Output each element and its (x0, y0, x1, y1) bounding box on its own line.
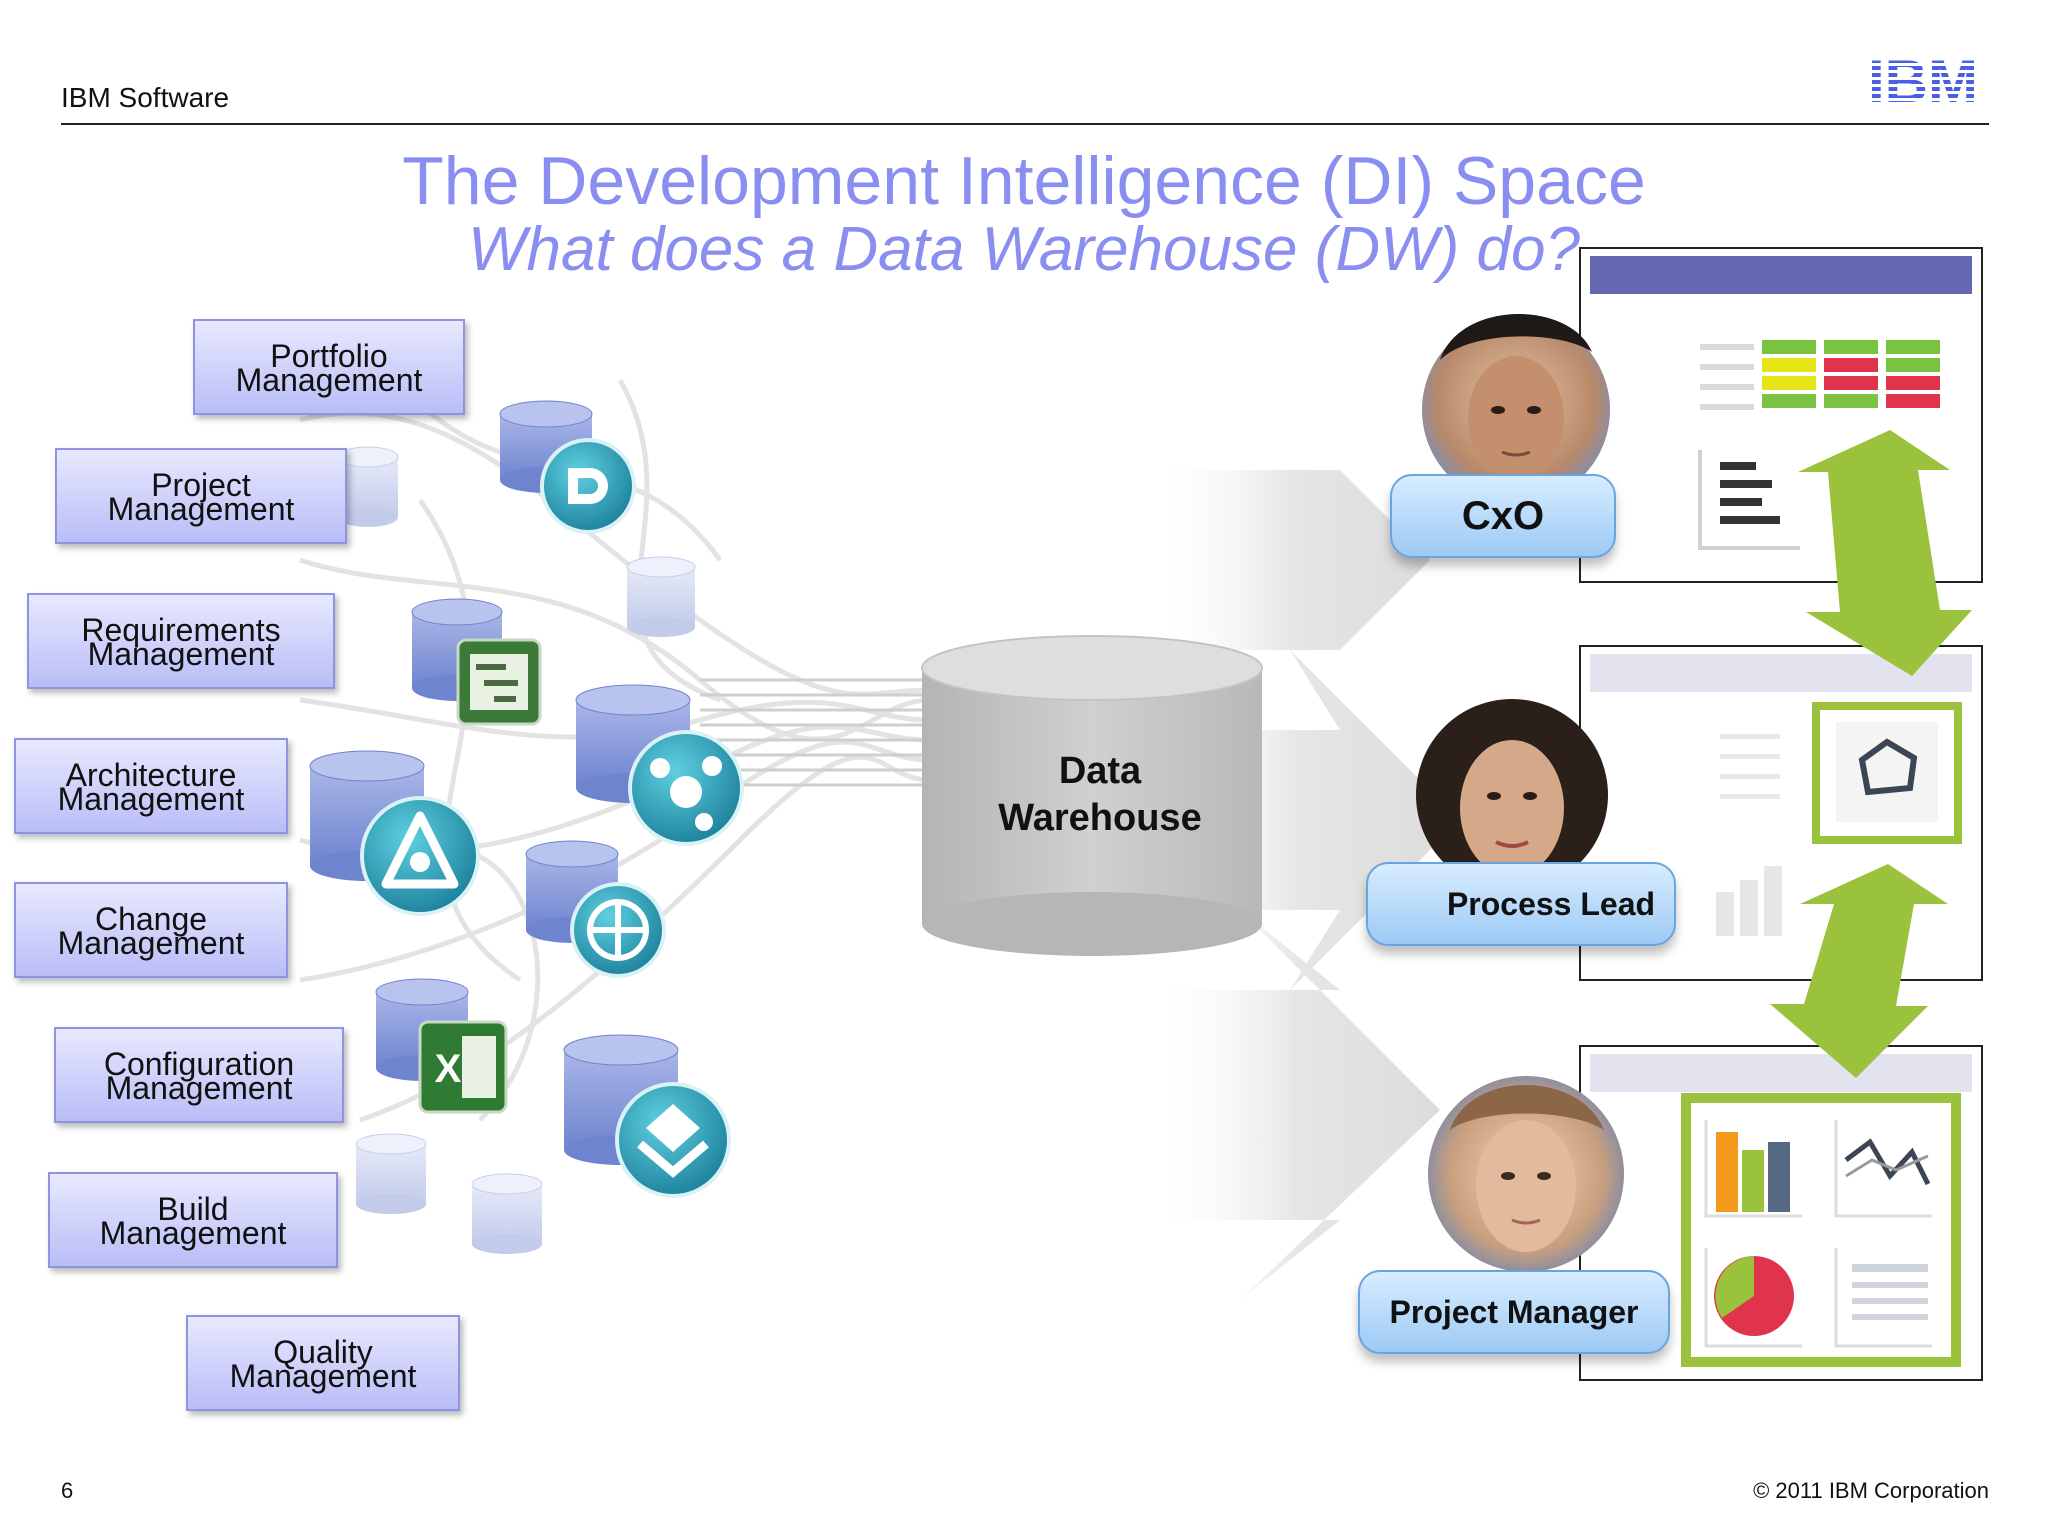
cxo-portrait (1422, 313, 1610, 504)
tool-database-5 (525, 840, 666, 978)
green-double-arrow-top (1798, 430, 1972, 676)
slide-title: The Development Intelligence (DI) Space (402, 143, 1646, 219)
data-warehouse-cylinder (921, 635, 1263, 956)
slide-subtitle: What does a Data Warehouse (DW) do? (468, 215, 1580, 284)
svg-text:X: X (435, 1047, 462, 1091)
dashboard-panel-2 (1579, 645, 1983, 981)
tool-database-2 (411, 598, 542, 726)
role-badge-process-lead: Process Lead (1366, 862, 1676, 946)
role-badge-project-manager: Project Manager (1358, 1270, 1670, 1354)
page-number: 6 (61, 1478, 74, 1503)
tool-database-1 (499, 400, 636, 534)
tool-database-4 (309, 750, 480, 916)
green-double-arrow-bottom (1770, 864, 1948, 1078)
header-divider (61, 123, 1989, 125)
project-manager-portrait (1428, 1076, 1624, 1272)
tool-database-3 (575, 684, 744, 846)
role-badge-cxo: CxO (1390, 474, 1616, 558)
tool-database-6: X (375, 978, 508, 1114)
data-warehouse-label: Data Warehouse (998, 750, 1202, 839)
pale-cylinders (337, 446, 696, 1254)
ibm-logo: IBM (1857, 52, 1989, 108)
copyright-notice: © 2011 IBM Corporation (1753, 1478, 1989, 1503)
process-lead-portrait (1416, 699, 1608, 891)
header-section-label: IBM Software (61, 82, 230, 113)
tool-database-7 (563, 1034, 731, 1198)
